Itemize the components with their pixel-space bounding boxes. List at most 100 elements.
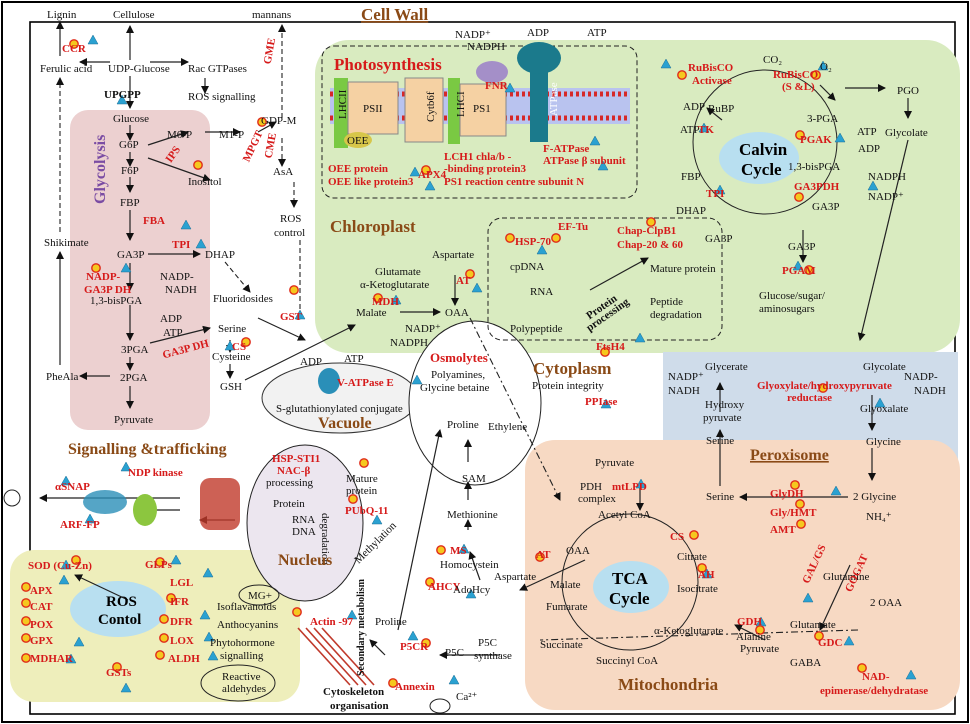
glycolysis-label: Glycolysis (92, 135, 109, 204)
svg-text:Mature: Mature (346, 473, 378, 485)
cytoplasm-label: Cytoplasm (533, 359, 611, 378)
regulation-dot-marker (436, 545, 446, 555)
svg-text:Glyoxylate/hydroxypyruvate: Glyoxylate/hydroxypyruvate (757, 380, 892, 392)
svg-text:Secondary metabolism: Secondary metabolism (356, 578, 367, 676)
svg-text:FBA: FBA (143, 215, 165, 227)
svg-text:GDH: GDH (737, 616, 763, 628)
up-regulated-marker (371, 514, 383, 525)
svg-text:RNA: RNA (292, 514, 315, 526)
svg-text:Cycle: Cycle (741, 160, 782, 179)
svg-text:MPGT: MPGT (241, 128, 266, 164)
svg-text:NDP kinase: NDP kinase (128, 467, 183, 479)
svg-text:NADH: NADH (914, 385, 946, 397)
regulation-dot-marker (21, 582, 31, 592)
atpase-stalk (530, 68, 548, 142)
svg-text:PGO: PGO (897, 85, 919, 97)
up-regulated-marker (874, 397, 886, 408)
svg-text:Homocystein: Homocystein (440, 559, 499, 571)
svg-text:RNA: RNA (530, 286, 553, 298)
regulation-dot-marker (166, 593, 176, 603)
svg-text:DNA: DNA (292, 526, 316, 538)
svg-text:2 OAA: 2 OAA (870, 597, 902, 609)
svg-text:Ca²⁺: Ca²⁺ (456, 691, 478, 703)
svg-text:mtLPD: mtLPD (612, 481, 647, 493)
svg-text:Glyoxalate: Glyoxalate (860, 403, 908, 415)
svg-text:Chap-20 & 60: Chap-20 & 60 (617, 239, 684, 251)
regulation-dot-marker (421, 165, 431, 175)
svg-text:RuBisCO: RuBisCO (688, 62, 734, 74)
tca-cycle-ring (561, 513, 699, 651)
svg-text:aminosugars: aminosugars (759, 303, 815, 315)
tca-cycle-disc (593, 561, 669, 613)
svg-text:TPI: TPI (706, 188, 724, 200)
mito-arrows (369, 382, 876, 659)
svg-text:Osmolytes: Osmolytes (430, 350, 488, 365)
svg-text:Activase: Activase (692, 75, 732, 87)
up-regulated-marker (409, 166, 421, 177)
atpase-head (517, 42, 561, 74)
regulation-dot-marker (818, 383, 828, 393)
svg-text:CAT: CAT (30, 601, 53, 613)
svg-text:Acetyl CoA: Acetyl CoA (598, 509, 651, 521)
svg-text:ARF-FP: ARF-FP (60, 519, 100, 531)
up-regulated-marker (60, 475, 72, 486)
svg-text:NADP⁺: NADP⁺ (868, 191, 904, 203)
up-regulated-marker (390, 294, 402, 305)
svg-text:ATP: ATP (680, 124, 700, 136)
up-regulated-marker (87, 34, 99, 45)
svg-text:PGAM: PGAM (782, 265, 816, 277)
regulation-dot-marker (21, 633, 31, 643)
svg-text:Fluoridosides: Fluoridosides (213, 293, 273, 305)
regulation-dot-marker (292, 607, 302, 617)
svg-text:AT: AT (536, 549, 551, 561)
svg-text:Malate: Malate (550, 579, 581, 591)
svg-text:Citrate: Citrate (677, 551, 707, 563)
svg-text:NADP⁺: NADP⁺ (455, 29, 491, 41)
svg-text:PGAK: PGAK (800, 134, 832, 146)
svg-text:AHCY: AHCY (428, 581, 460, 593)
svg-text:EF-Tu: EF-Tu (558, 221, 588, 233)
svg-text:CS: CS (670, 531, 684, 543)
up-regulated-marker (635, 478, 647, 489)
svg-text:synthase: synthase (474, 650, 512, 662)
svg-text:ATP: ATP (344, 353, 364, 365)
svg-text:LGL: LGL (170, 577, 193, 589)
svg-text:1,3-bisPGA: 1,3-bisPGA (788, 161, 840, 173)
svg-text:epimerase/dehydratase: epimerase/dehydratase (820, 685, 928, 697)
chloroplast-arrows (400, 84, 912, 501)
svg-text:αSNAP: αSNAP (55, 481, 90, 493)
svg-text:NADP⁺: NADP⁺ (668, 371, 704, 383)
regulation-dot-marker (71, 555, 81, 565)
regulation-dot-marker (811, 70, 821, 80)
svg-text:NADP-: NADP- (86, 271, 121, 283)
nucleus-label: Nucleus (278, 552, 332, 569)
psi-complex (459, 83, 507, 137)
svg-text:Glutamate: Glutamate (375, 266, 421, 278)
svg-text:ADP: ADP (300, 356, 322, 368)
svg-text:OAA: OAA (566, 545, 590, 557)
up-regulated-marker (701, 568, 713, 579)
regulation-dot-marker (697, 563, 707, 573)
regulation-dot-marker (794, 192, 804, 202)
svg-text:degradation: degradation (650, 309, 702, 321)
svg-text:OEE like protein3: OEE like protein3 (328, 176, 414, 188)
svg-text:AdoHcy: AdoHcy (453, 584, 491, 596)
svg-text:NADPH: NADPH (868, 171, 906, 183)
mitochondria-label: Mitochondria (618, 675, 719, 694)
svg-text:(S &L): (S &L) (782, 81, 815, 93)
svg-text:Aspartate: Aspartate (432, 249, 474, 261)
up-regulated-marker (471, 282, 483, 293)
regulation-dot-marker (155, 557, 165, 567)
svg-text:DFR: DFR (170, 616, 194, 628)
up-regulated-marker (73, 636, 85, 647)
glycolysis-region (70, 110, 210, 430)
up-regulated-marker (867, 180, 879, 191)
svg-text:CS: CS (232, 341, 246, 353)
up-regulated-marker (424, 180, 436, 191)
svg-text:Polyamines,: Polyamines, (431, 369, 485, 381)
svg-text:NADH: NADH (668, 385, 700, 397)
svg-text:Polypeptide: Polypeptide (510, 323, 563, 335)
up-regulated-marker (60, 559, 72, 570)
up-regulated-marker (905, 669, 917, 680)
svg-text:Protein: Protein (273, 498, 305, 510)
